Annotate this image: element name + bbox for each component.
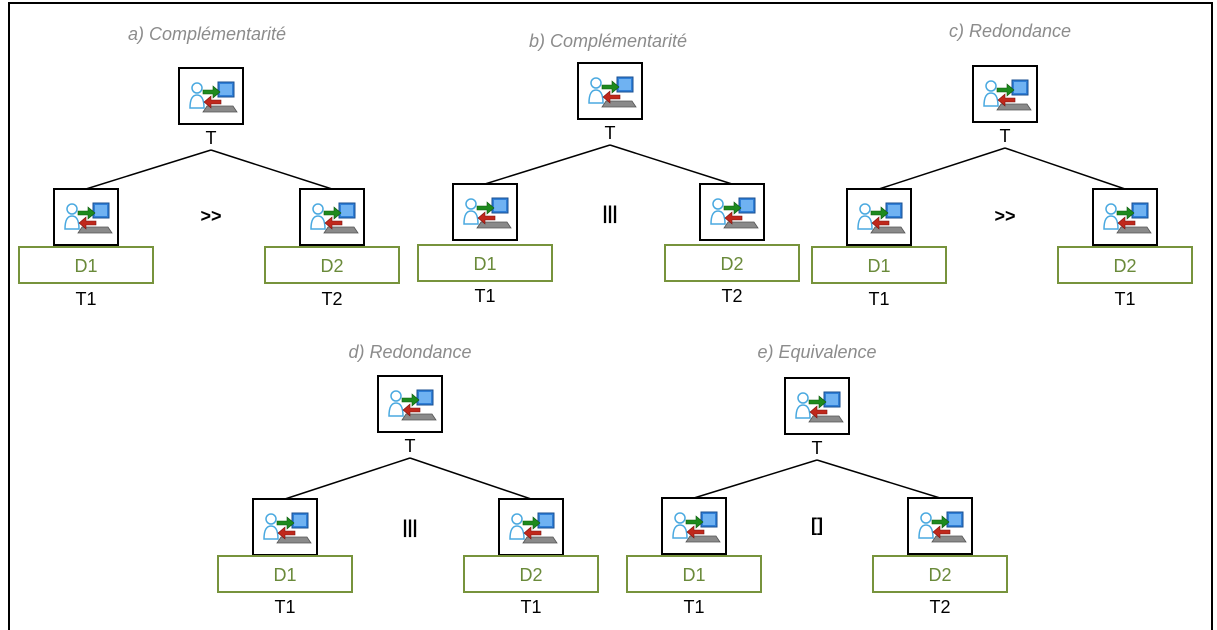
right-subtask-node (699, 183, 765, 241)
left-device-label: D1 (273, 565, 296, 585)
left-task-label: T1 (474, 286, 495, 306)
interaction-task-icon (983, 79, 1032, 111)
tree-edge-right (210, 149, 333, 190)
root-task-node (178, 67, 244, 125)
left-subtask-node (661, 497, 727, 555)
interaction-task-icon (1103, 202, 1152, 234)
temporal-operator: ||| (402, 517, 417, 537)
right-subtask-node (299, 188, 365, 246)
root-task-node (577, 62, 643, 120)
root-task-label: T (812, 438, 823, 458)
tree-edge-left (484, 144, 611, 185)
tree-edge-left (878, 147, 1006, 190)
interaction-task-icon (263, 512, 312, 544)
interaction-task-icon (310, 202, 359, 234)
interaction-task-icon (918, 511, 967, 543)
root-task-label: T (1000, 126, 1011, 146)
tree-edge-right (609, 144, 733, 185)
right-device-label: D2 (519, 565, 542, 585)
left-task-label: T1 (868, 289, 889, 309)
root-task-label: T (405, 436, 416, 456)
right-device-label: D2 (720, 254, 743, 274)
right-task-label: T2 (321, 289, 342, 309)
interaction-task-icon (588, 76, 637, 108)
right-subtask-node (1092, 188, 1158, 246)
left-task-label: T1 (75, 289, 96, 309)
root-task-node (972, 65, 1038, 123)
panel-title: c) Redondance (949, 21, 1071, 41)
panel-title: b) Complémentarité (529, 31, 687, 51)
tree-edge-right (1004, 147, 1126, 190)
interaction-task-icon (795, 391, 844, 423)
panel-title: a) Complémentarité (128, 24, 286, 44)
left-task-label: T1 (274, 597, 295, 617)
right-device-label: D2 (1113, 256, 1136, 276)
interaction-task-icon (710, 197, 759, 229)
left-device-label: D1 (682, 565, 705, 585)
root-task-label: T (605, 123, 616, 143)
right-device-box (664, 244, 800, 282)
right-device-box (1057, 246, 1193, 284)
right-task-label: T1 (1114, 289, 1135, 309)
diagram-frame (8, 2, 1213, 630)
interaction-task-icon (463, 197, 512, 229)
temporal-operator: [] (811, 515, 823, 535)
interaction-task-icon (509, 512, 558, 544)
right-device-box (264, 246, 400, 284)
tree-edge-left (85, 149, 212, 190)
temporal-operator: ||| (602, 203, 617, 223)
interaction-task-icon (857, 202, 906, 234)
tree-edge-left (693, 459, 818, 499)
left-device-label: D1 (74, 256, 97, 276)
right-task-label: T2 (721, 286, 742, 306)
tree-edge-right (409, 457, 532, 500)
left-device-box (18, 246, 154, 284)
temporal-operator: >> (200, 206, 221, 226)
right-task-label: T1 (520, 597, 541, 617)
right-subtask-node (498, 498, 564, 556)
root-task-node (377, 375, 443, 433)
left-subtask-node (452, 183, 518, 241)
panel-title: e) Equivalence (757, 342, 876, 362)
right-device-label: D2 (320, 256, 343, 276)
root-task-node (784, 377, 850, 435)
interaction-task-icon (388, 389, 437, 421)
left-device-box (811, 246, 947, 284)
temporal-operator: >> (994, 206, 1015, 226)
left-task-label: T1 (683, 597, 704, 617)
right-subtask-node (907, 497, 973, 555)
tree-edge-right (816, 459, 941, 499)
panel-title: d) Redondance (348, 342, 471, 362)
left-device-box (417, 244, 553, 282)
left-subtask-node (53, 188, 119, 246)
left-subtask-node (846, 188, 912, 246)
right-device-box (872, 555, 1008, 593)
right-device-label: D2 (928, 565, 951, 585)
interaction-task-icon (64, 202, 113, 234)
right-device-box (463, 555, 599, 593)
interaction-task-icon (672, 511, 721, 543)
left-device-box (626, 555, 762, 593)
interaction-task-icon (189, 81, 238, 113)
left-device-label: D1 (473, 254, 496, 274)
right-task-label: T2 (929, 597, 950, 617)
root-task-label: T (206, 128, 217, 148)
tree-edge-left (284, 457, 411, 500)
left-subtask-node (252, 498, 318, 556)
left-device-label: D1 (867, 256, 890, 276)
left-device-box (217, 555, 353, 593)
